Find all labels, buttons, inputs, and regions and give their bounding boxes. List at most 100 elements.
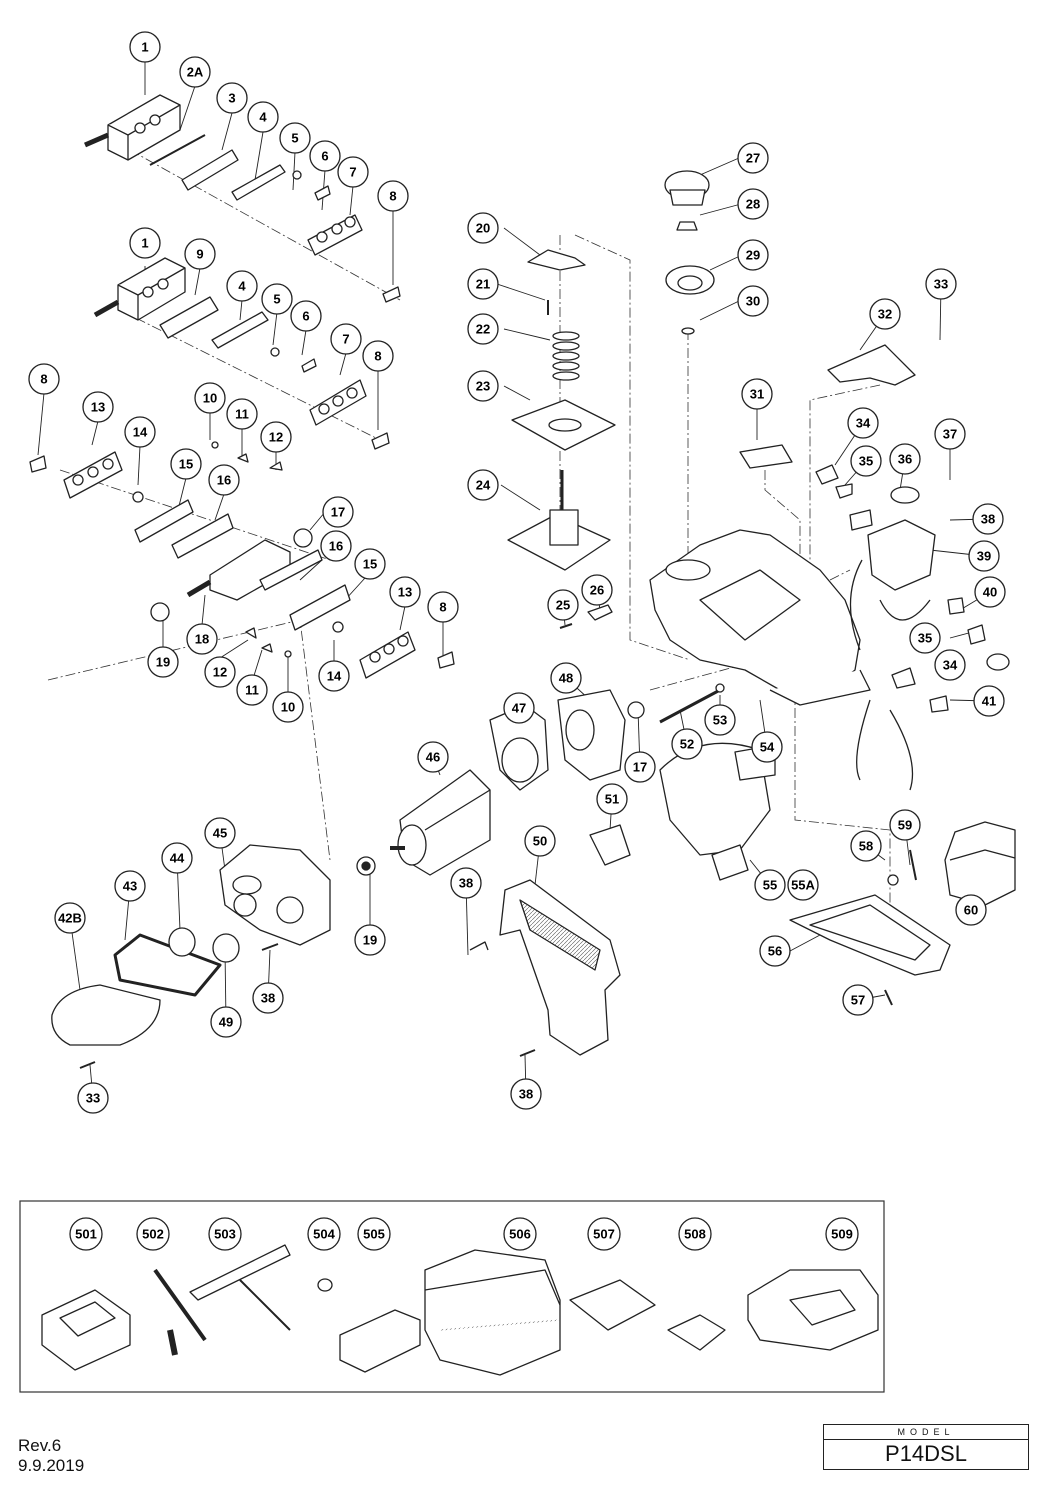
callout-number: 10 [281, 700, 295, 715]
callout-circle [226, 270, 258, 302]
callout-circle [290, 300, 322, 332]
callout-number: 9 [196, 247, 203, 262]
callout-number: 40 [983, 585, 997, 600]
part-callout-39: 39 [968, 540, 1000, 572]
callout-number: 8 [374, 349, 381, 364]
callout-circle [194, 382, 226, 414]
callout-circle [934, 649, 966, 681]
part-callout-19: 19 [147, 646, 179, 678]
callout-number: 60 [964, 903, 978, 918]
callout-number: 19 [156, 655, 170, 670]
callout-number: 1 [141, 40, 148, 55]
callout-number: 15 [179, 457, 193, 472]
callout-circle [510, 1078, 542, 1110]
part-callout-2A: 2A [179, 56, 211, 88]
part-callout-59: 59 [889, 809, 921, 841]
part-callout-45: 45 [204, 817, 236, 849]
part-callout-48: 48 [550, 662, 582, 694]
part-callout-46: 46 [417, 741, 449, 773]
accessory-callout-507: 507 [587, 1217, 621, 1251]
callout-circle [467, 313, 499, 345]
part-callout-7: 7 [330, 323, 362, 355]
accessory-callout-503: 503 [208, 1217, 242, 1251]
part-callout-42B: 42B [54, 902, 86, 934]
callout-circle [503, 1217, 537, 1251]
callout-circle [330, 323, 362, 355]
part-callout-28: 28 [737, 188, 769, 220]
callout-circle [236, 674, 268, 706]
part-callout-7: 7 [337, 156, 369, 188]
callout-number: 7 [342, 332, 349, 347]
part-callout-8: 8 [28, 363, 60, 395]
part-callout-33: 33 [77, 1082, 109, 1114]
callout-circle [847, 407, 879, 439]
callout-circle [272, 691, 304, 723]
revision-info: Rev.6 9.9.2019 [18, 1436, 84, 1476]
callout-number: 14 [133, 425, 148, 440]
callout-number: 56 [768, 944, 782, 959]
callout-number: 37 [943, 427, 957, 442]
callout-number: 505 [363, 1227, 385, 1242]
part-callout-16: 16 [320, 530, 352, 562]
callout-circle [704, 704, 736, 736]
part-callout-52: 52 [671, 728, 703, 760]
callout-circle [252, 982, 284, 1014]
callout-circle [124, 416, 156, 448]
part-callout-53: 53 [704, 704, 736, 736]
callout-number: 13 [91, 400, 105, 415]
callout-circle [307, 1217, 341, 1251]
part-callout-27: 27 [737, 142, 769, 174]
part-callout-24: 24 [467, 469, 499, 501]
callout-number: 25 [556, 598, 570, 613]
callout-circle [737, 188, 769, 220]
callout-number: 5 [291, 131, 298, 146]
callout-circle [972, 503, 1004, 535]
callout-circle [28, 363, 60, 395]
accessory-shapes [41, 1244, 879, 1376]
callout-number: 50 [533, 834, 547, 849]
part-callout-10: 10 [194, 382, 226, 414]
callout-circle [737, 239, 769, 271]
callout-circle [467, 469, 499, 501]
part-callout-30: 30 [737, 285, 769, 317]
callout-number: 16 [217, 473, 231, 488]
callout-number: 30 [746, 294, 760, 309]
callout-number: 3 [228, 91, 235, 106]
callout-number: 14 [327, 669, 342, 684]
callout-circle [889, 443, 921, 475]
callout-number: 33 [86, 1091, 100, 1106]
callout-circle [320, 530, 352, 562]
callout-circle [204, 817, 236, 849]
part-callout-38: 38 [450, 867, 482, 899]
callout-circle [973, 685, 1005, 717]
model-box: MODEL P14DSL [823, 1424, 1029, 1470]
callout-circle [186, 623, 218, 655]
callout-number: 509 [831, 1227, 853, 1242]
callout-circle [318, 660, 350, 692]
callout-circle [759, 935, 791, 967]
base-and-battery [789, 821, 1016, 1006]
part-callout-38: 38 [510, 1078, 542, 1110]
callout-number: 55 [763, 878, 777, 893]
callout-number: 12 [213, 665, 227, 680]
callout-circle [357, 1217, 391, 1251]
callout-number: 8 [439, 600, 446, 615]
part-callout-12: 12 [204, 656, 236, 688]
part-callout-57: 57 [842, 984, 874, 1016]
part-callout-1: 1 [129, 227, 161, 259]
callout-number: 17 [331, 505, 345, 520]
part-callout-13: 13 [389, 576, 421, 608]
part-callout-14: 14 [124, 416, 156, 448]
callout-number: 41 [982, 694, 996, 709]
callout-circle [337, 156, 369, 188]
accessories-panel [19, 1200, 885, 1393]
part-callout-40: 40 [974, 576, 1006, 608]
part-callout-12: 12 [260, 421, 292, 453]
part-callout-43: 43 [114, 870, 146, 902]
callout-circle [550, 662, 582, 694]
part-callout-25: 25 [547, 589, 579, 621]
part-callout-58: 58 [850, 830, 882, 862]
callout-circle [624, 751, 656, 783]
part-callout-1: 1 [129, 31, 161, 63]
